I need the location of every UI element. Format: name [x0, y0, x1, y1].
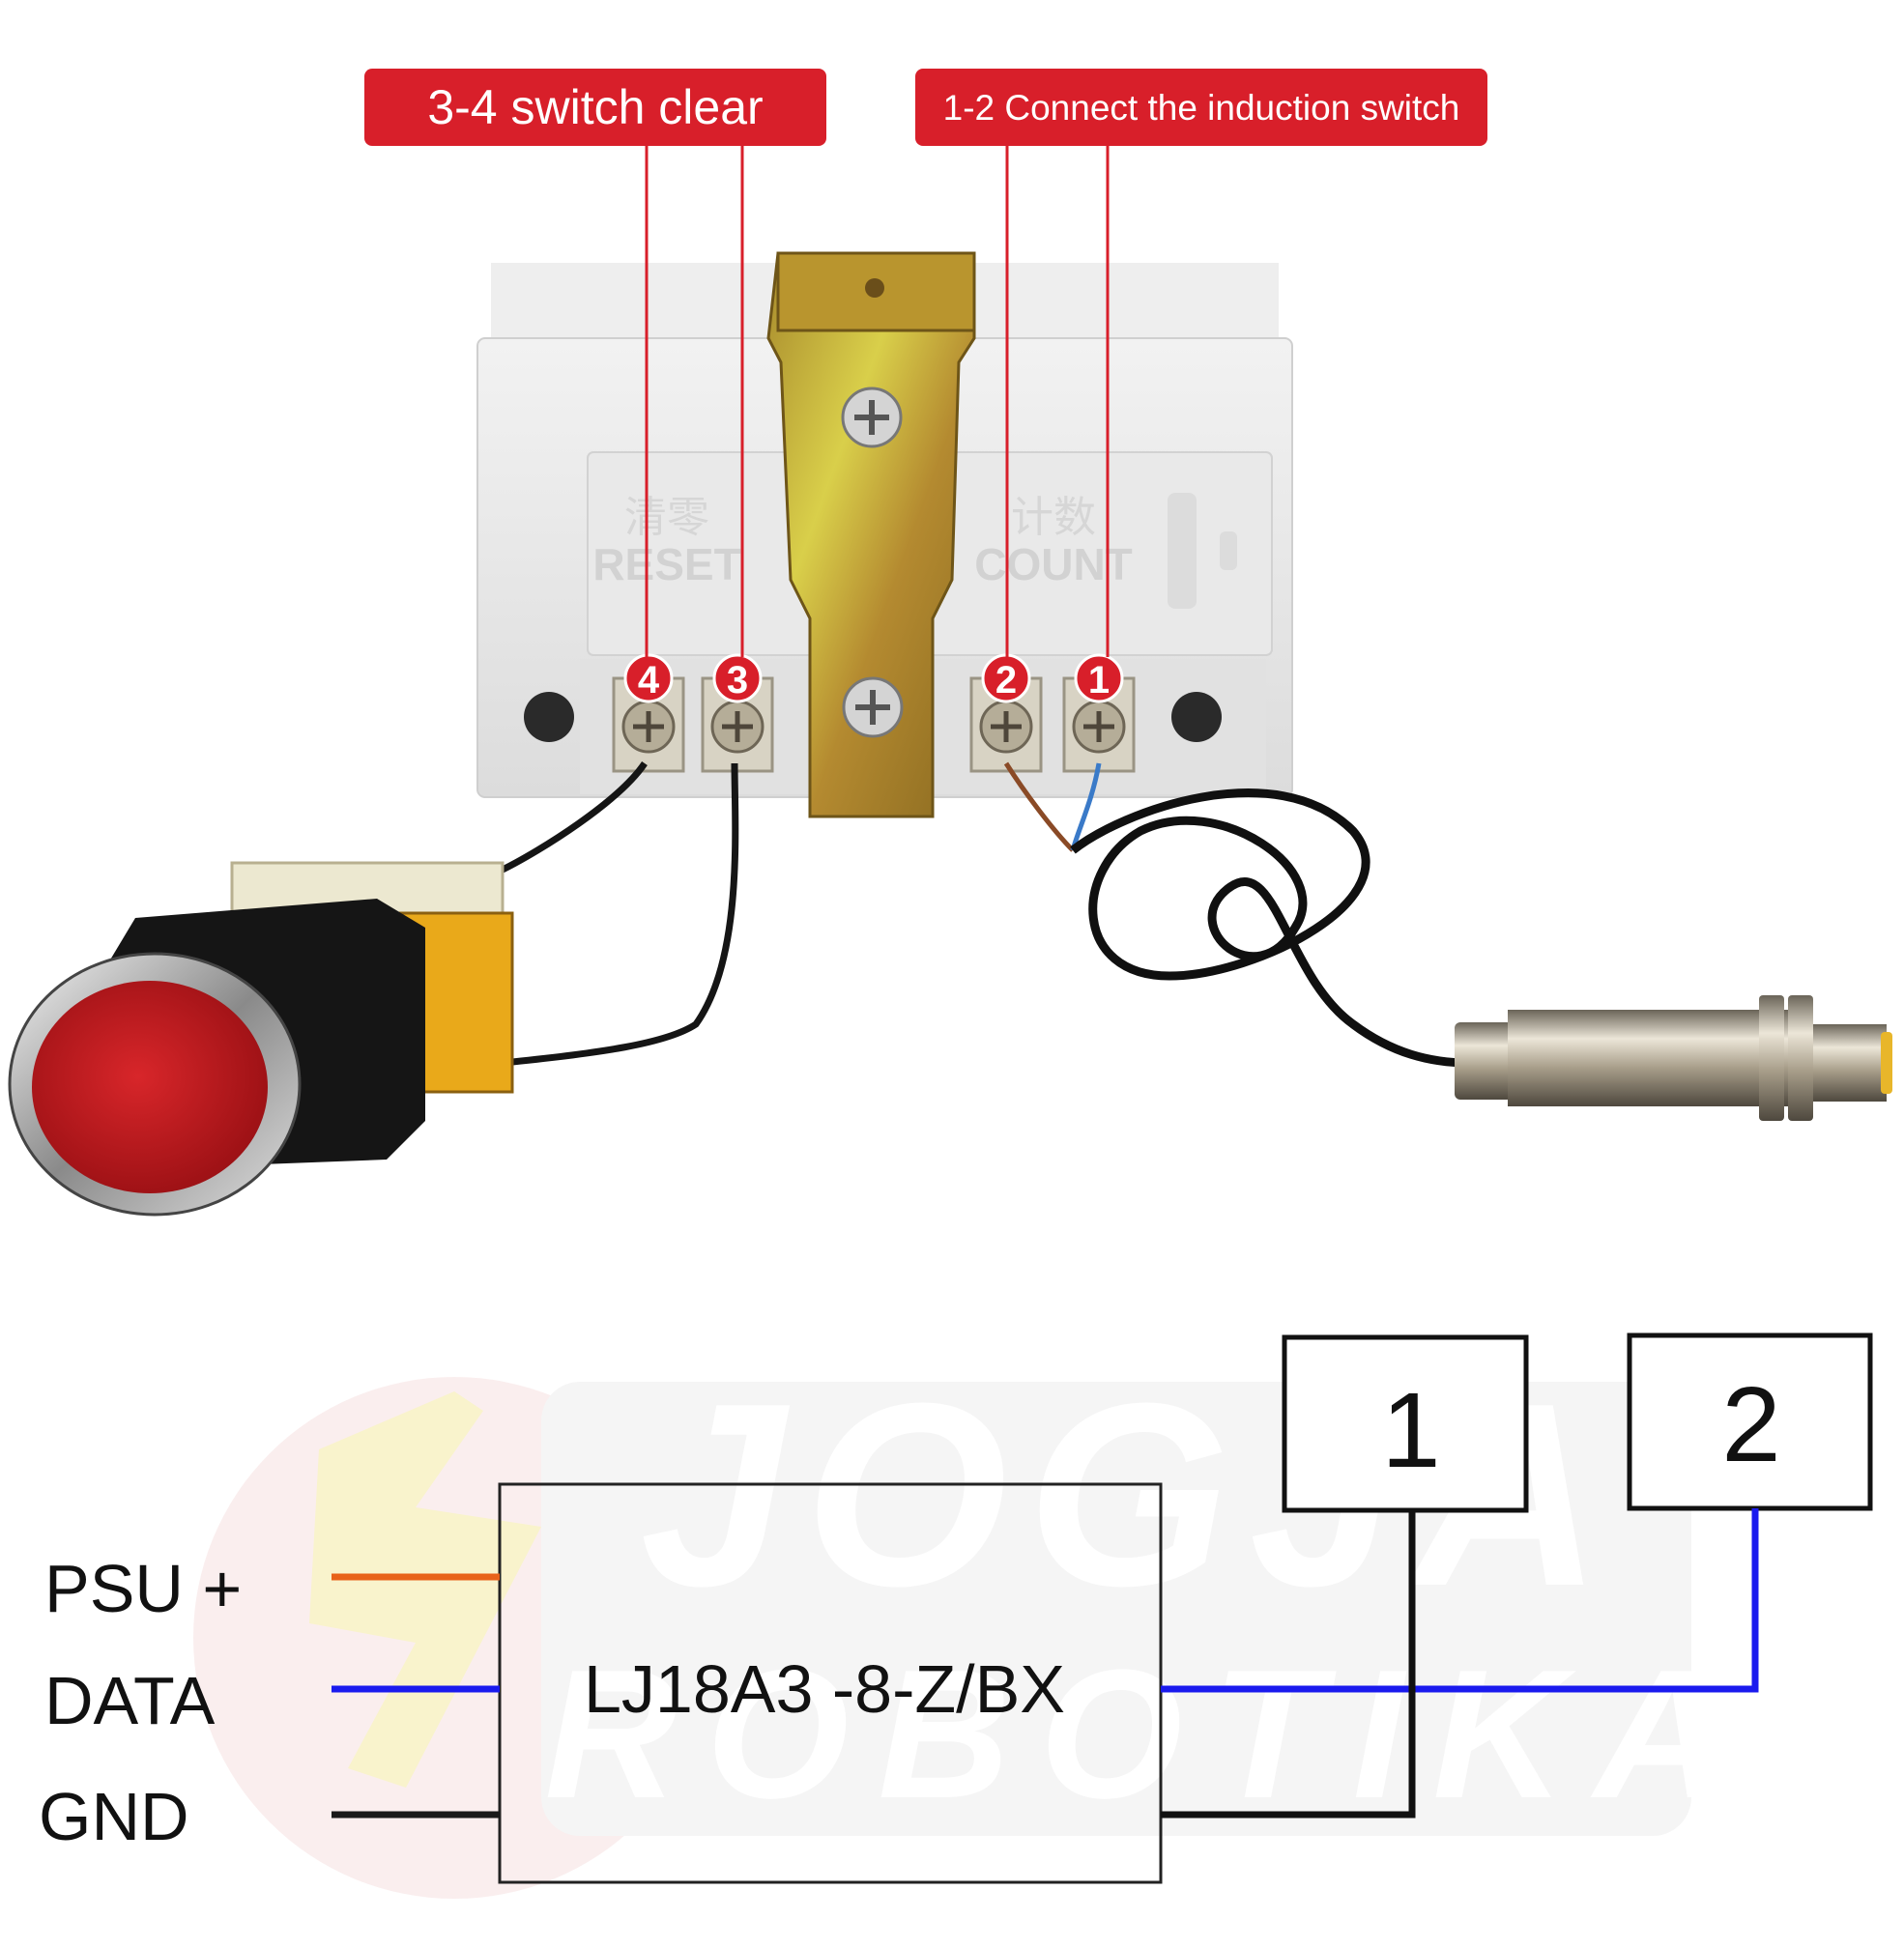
- terminal-2: 2: [969, 653, 1043, 773]
- terminal-3: 3: [701, 653, 774, 773]
- callout-leaders: [645, 146, 1110, 657]
- sensor-head: [1813, 1024, 1887, 1102]
- wire-gnd-label: GND: [39, 1779, 189, 1854]
- push-button: [8, 761, 739, 1217]
- sensor-face: [1881, 1032, 1892, 1094]
- panel-slot-2: [1220, 531, 1237, 570]
- terminal-1-label: 1: [1088, 659, 1110, 702]
- induction-sensor: [1003, 761, 1892, 1121]
- count-label-cn: 计数: [1011, 493, 1096, 542]
- terminal-4: 4: [612, 653, 685, 773]
- callout-count: 1-2 Connect the induction switch: [915, 69, 1487, 146]
- callout-count-box: [915, 69, 1487, 146]
- terminal-2-label: 2: [995, 659, 1017, 702]
- pin-1-label: 1: [1381, 1371, 1440, 1490]
- terminal-1: 1: [1062, 653, 1136, 773]
- mount-hole-right: [1171, 692, 1222, 742]
- callout-count-text: 1-2 Connect the induction switch: [943, 88, 1460, 128]
- sensor-barrel: [1508, 1010, 1798, 1106]
- callout-reset-text: 3-4 switch clear: [427, 80, 763, 134]
- sensor-cable-gland: [1455, 1022, 1513, 1100]
- pin-2-label: 2: [1721, 1365, 1780, 1484]
- terminal-3-label: 3: [727, 659, 748, 702]
- mount-hole-left: [524, 692, 574, 742]
- pin-2-box: [1627, 1332, 1873, 1511]
- panel-slot: [1168, 493, 1197, 609]
- sensor-nut-1: [1759, 995, 1784, 1121]
- callout-reset-box: [364, 69, 826, 146]
- watermark-line2: ROBOTIKA: [544, 1632, 1755, 1837]
- wire-gnd-out: [1161, 1510, 1416, 1819]
- watermark-logo-shape: [309, 1391, 541, 1788]
- sensor-nut-2: [1788, 995, 1813, 1121]
- sensor-box: [498, 1482, 1163, 1884]
- terminal-4-label: 4: [638, 659, 660, 702]
- wire-psu-label: PSU +: [44, 1551, 242, 1626]
- terminal-block: 4 3 2 1: [612, 653, 1136, 773]
- reset-label-cn: 清零: [624, 493, 709, 542]
- pin-1-box: [1282, 1334, 1529, 1513]
- sensor-model: LJ18A3 -8-Z/BX: [584, 1651, 1065, 1727]
- wire-data-label: DATA: [44, 1663, 216, 1738]
- wire-data-out: [1161, 1508, 1759, 1693]
- reset-label: RESET: [592, 539, 740, 589]
- callout-reset: 3-4 switch clear: [364, 69, 826, 146]
- schematic: LJ18A3 -8-Z/BX 1 2 PSU + DATA GND: [39, 1332, 1873, 1884]
- mounting-bracket: [766, 251, 976, 818]
- button-cap: [32, 981, 268, 1193]
